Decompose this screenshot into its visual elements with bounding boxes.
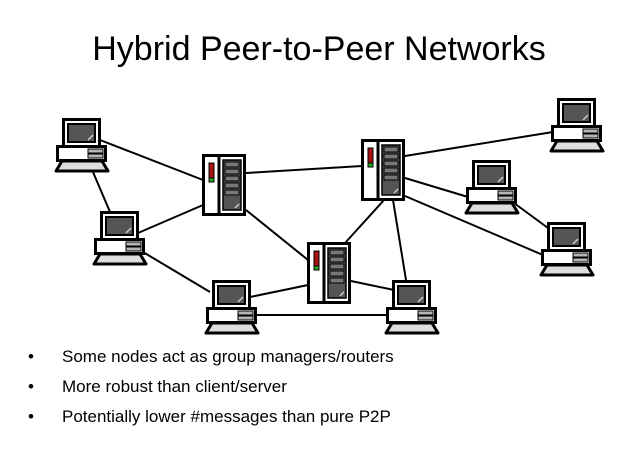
bullet-item: • More robust than client/server [28, 376, 394, 406]
link-pc1-server1 [99, 139, 204, 181]
bullet-text: More robust than client/server [62, 377, 287, 396]
link-server2-pc7 [404, 195, 544, 256]
link-server2-server3 [344, 199, 385, 244]
bullet-dot: • [28, 347, 34, 366]
computer-icon [466, 162, 518, 214]
computer-icon [386, 282, 438, 334]
computer-icon [541, 224, 593, 276]
bullet-dot: • [28, 377, 34, 396]
bullet-text: Potentially lower #messages than pure P2… [62, 407, 391, 426]
bullet-list: • Some nodes act as group managers/router… [28, 346, 394, 436]
connections [92, 131, 554, 316]
computer-icon [94, 213, 146, 265]
link-pc1-pc2 [92, 171, 111, 213]
bullet-item: • Potentially lower #messages than pure P… [28, 406, 394, 436]
computer-icon [551, 100, 603, 152]
computer-icon [56, 120, 108, 172]
link-server2-pc4 [392, 199, 407, 281]
server-icon [309, 244, 350, 303]
link-pc2-pc3 [142, 251, 211, 293]
server-icon [204, 156, 245, 215]
network-diagram [0, 0, 638, 340]
link-pc6-pc7 [513, 202, 549, 229]
link-pc2-server1 [137, 204, 204, 234]
link-server1-server2 [245, 165, 363, 174]
bullet-item: • Some nodes act as group managers/router… [28, 346, 394, 376]
bullet-text: Some nodes act as group managers/routers [62, 347, 394, 366]
link-server3-pc4 [350, 280, 395, 291]
slide-title: Hybrid Peer-to-Peer Networks [92, 30, 546, 68]
link-server3-pc3 [249, 284, 309, 298]
bullet-dot: • [28, 407, 34, 426]
link-server2-pc5 [404, 131, 554, 157]
link-server2-pc6 [404, 177, 469, 198]
computer-icon [206, 282, 258, 334]
server-icon [363, 141, 404, 200]
link-server1-server3 [245, 209, 309, 261]
